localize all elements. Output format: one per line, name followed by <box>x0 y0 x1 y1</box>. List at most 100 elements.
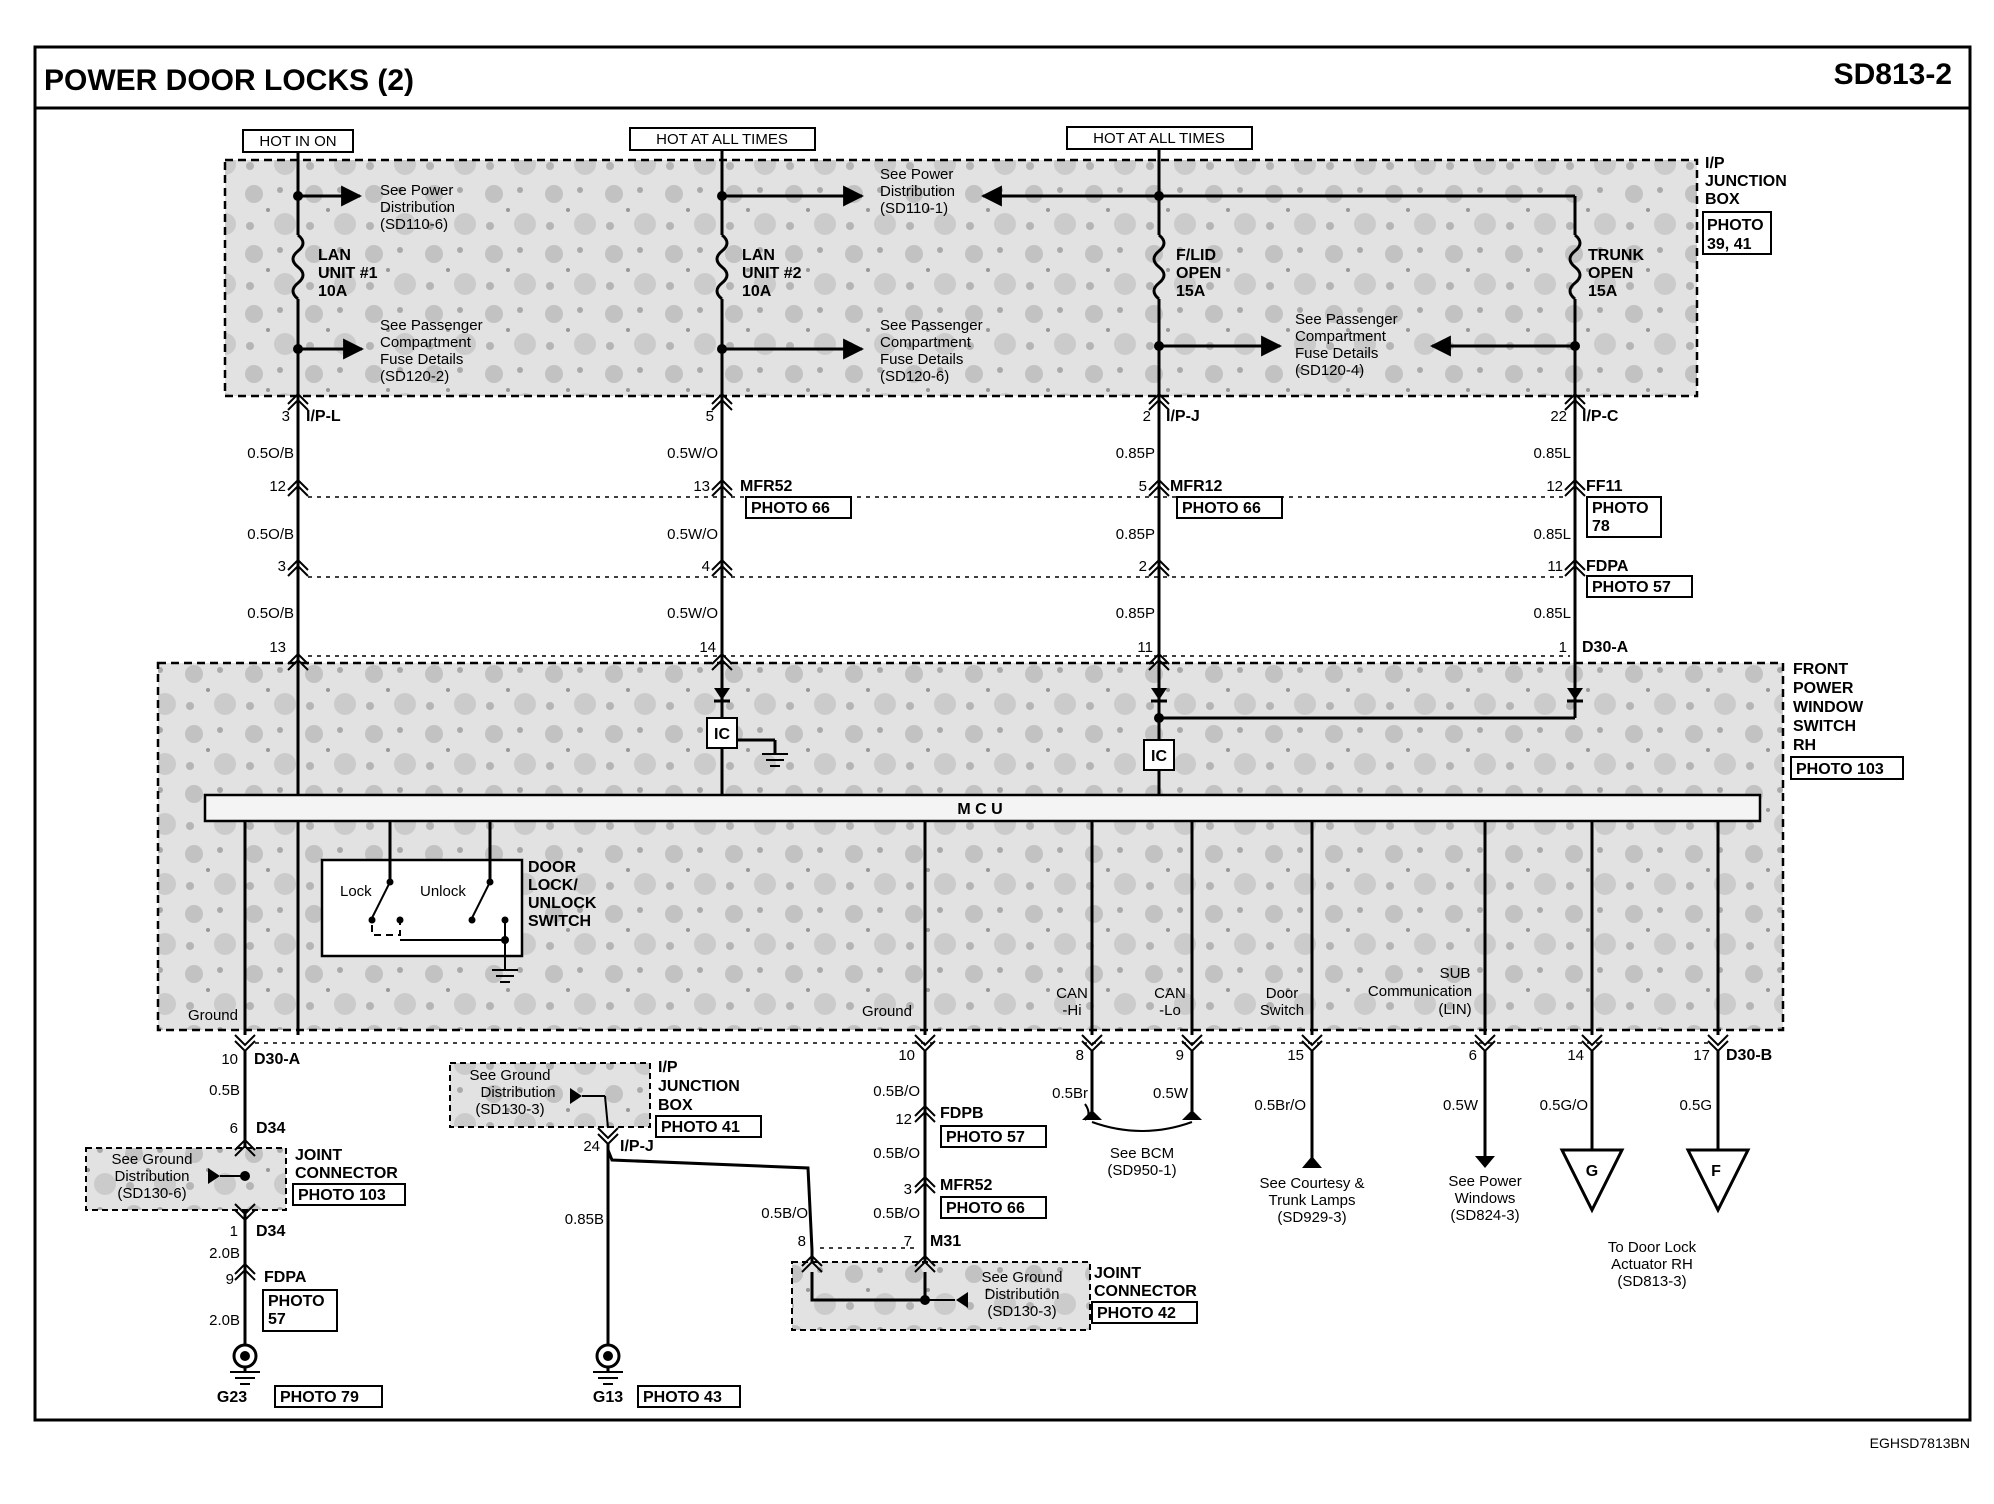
svg-text:1: 1 <box>1559 639 1567 656</box>
svg-text:(SD824-3): (SD824-3) <box>1450 1207 1519 1224</box>
svg-text:PHOTO: PHOTO <box>1707 217 1764 234</box>
svg-text:CONNECTOR: CONNECTOR <box>1094 1283 1197 1300</box>
svg-text:IC: IC <box>1151 748 1167 765</box>
svg-text:5: 5 <box>706 408 714 425</box>
svg-text:PHOTO 103: PHOTO 103 <box>1796 761 1884 778</box>
svg-text:14: 14 <box>1567 1047 1584 1064</box>
svg-text:FDPA: FDPA <box>1586 558 1629 575</box>
svg-text:OPEN: OPEN <box>1588 265 1633 282</box>
svg-text:PHOTO: PHOTO <box>268 1293 325 1310</box>
svg-text:D34: D34 <box>256 1223 285 1240</box>
svg-text:Door: Door <box>1266 985 1299 1002</box>
svg-text:0.5G: 0.5G <box>1679 1097 1712 1114</box>
g13-ground-chain: See Ground Distribution (SD130-3) I/P JU… <box>449 1059 925 1408</box>
svg-text:Distribution: Distribution <box>880 183 955 200</box>
svg-text:FRONT: FRONT <box>1793 661 1848 678</box>
svg-text:LOCK/: LOCK/ <box>528 877 578 894</box>
svg-text:(SD120-2): (SD120-2) <box>380 368 449 385</box>
svg-text:Communication: Communication <box>1368 983 1472 1000</box>
svg-text:22: 22 <box>1550 408 1567 425</box>
svg-text:10A: 10A <box>318 283 348 300</box>
svg-text:0.5G/O: 0.5G/O <box>1540 1097 1588 1114</box>
svg-text:DOOR: DOOR <box>528 859 576 876</box>
svg-text:PHOTO 66: PHOTO 66 <box>946 1200 1025 1217</box>
svg-text:PHOTO 79: PHOTO 79 <box>280 1389 359 1406</box>
svg-text:-Hi: -Hi <box>1062 1002 1081 1019</box>
svg-text:F: F <box>1711 1163 1721 1180</box>
svg-text:8: 8 <box>1076 1047 1084 1064</box>
svg-text:See Ground: See Ground <box>112 1151 193 1168</box>
svg-text:MFR52: MFR52 <box>740 478 793 495</box>
svg-text:HOT AT ALL TIMES: HOT AT ALL TIMES <box>656 131 788 148</box>
svg-text:Actuator RH: Actuator RH <box>1611 1256 1693 1273</box>
svg-text:0.5B: 0.5B <box>209 1082 240 1099</box>
svg-text:G23: G23 <box>217 1389 247 1406</box>
left-ground-chain: 0.5B 6 D34 See Ground Distribution (SD13… <box>85 1051 406 1408</box>
svg-text:0.85P: 0.85P <box>1116 605 1155 622</box>
svg-text:14: 14 <box>699 639 716 656</box>
svg-text:0.85L: 0.85L <box>1533 445 1571 462</box>
svg-text:UNIT #1: UNIT #1 <box>318 265 378 282</box>
page-code: SD813-2 <box>1834 58 1952 91</box>
svg-text:11: 11 <box>1547 558 1563 575</box>
diagram-frame <box>33 45 1972 1422</box>
svg-text:UNIT #2: UNIT #2 <box>742 265 802 282</box>
svg-text:10A: 10A <box>742 283 772 300</box>
svg-text:3: 3 <box>904 1181 912 1198</box>
top-wiring <box>291 149 1582 1035</box>
svg-text:9: 9 <box>226 1271 234 1288</box>
svg-text:LAN: LAN <box>318 247 351 264</box>
svg-text:0.85B: 0.85B <box>565 1211 604 1228</box>
svg-text:PHOTO 43: PHOTO 43 <box>643 1389 722 1406</box>
svg-text:9: 9 <box>1176 1047 1184 1064</box>
svg-text:PHOTO: PHOTO <box>1592 500 1649 517</box>
svg-text:Lock: Lock <box>340 883 372 900</box>
svg-text:PHOTO 66: PHOTO 66 <box>1182 500 1261 517</box>
svg-text:-Lo: -Lo <box>1159 1002 1181 1019</box>
svg-text:Unlock: Unlock <box>420 883 466 900</box>
svg-text:0.5Br: 0.5Br <box>1052 1085 1088 1102</box>
svg-text:Windows: Windows <box>1455 1190 1516 1207</box>
svg-text:Ground: Ground <box>862 1003 912 1020</box>
svg-text:(SD813-3): (SD813-3) <box>1617 1273 1686 1290</box>
svg-text:0.5W/O: 0.5W/O <box>667 526 718 543</box>
svg-text:5: 5 <box>1139 478 1147 495</box>
bottom-connector-row: 10 D30-A 10 8 9 15 6 14 17 D30-B <box>221 1034 1772 1068</box>
svg-text:BOX: BOX <box>1705 191 1740 208</box>
svg-text:See BCM: See BCM <box>1110 1145 1174 1162</box>
svg-text:0.5Br/O: 0.5Br/O <box>1254 1097 1306 1114</box>
svg-text:0.5W: 0.5W <box>1153 1085 1189 1102</box>
svg-text:0.85P: 0.85P <box>1116 445 1155 462</box>
svg-text:3: 3 <box>278 558 286 575</box>
svg-text:17: 17 <box>1693 1047 1710 1064</box>
svg-text:See Courtesy &: See Courtesy & <box>1259 1175 1364 1192</box>
svg-text:Compartment: Compartment <box>380 334 472 351</box>
svg-text:I/P-C: I/P-C <box>1582 408 1619 425</box>
svg-text:POWER: POWER <box>1793 680 1854 697</box>
svg-text:MFR52: MFR52 <box>940 1177 993 1194</box>
ip-junction-box: I/P JUNCTION BOX PHOTO 39, 41 <box>223 155 1787 398</box>
fuse-labels: LAN UNIT #1 10A LAN UNIT #2 10A F/LID OP… <box>318 247 1644 300</box>
front-power-window-switch-box: FRONT POWER WINDOW SWITCH RH PHOTO 103 <box>156 661 1904 1032</box>
svg-text:See Power: See Power <box>880 166 953 183</box>
svg-text:(SD130-6): (SD130-6) <box>117 1185 186 1202</box>
svg-text:Distribution: Distribution <box>380 199 455 216</box>
reference-labels: See Power Distribution (SD110-6) See Pow… <box>380 166 1398 385</box>
door-lock-unlock-switch: Lock Unlock DOOR LOCK/ UNLOCK SWITCH <box>320 821 597 983</box>
svg-text:24: 24 <box>583 1138 600 1155</box>
svg-text:See Power: See Power <box>1448 1173 1521 1190</box>
mcu-outputs: Ground Ground CAN -Hi CAN -Lo Door Switc… <box>188 821 1720 1035</box>
svg-text:(SD929-3): (SD929-3) <box>1277 1209 1346 1226</box>
svg-text:3: 3 <box>282 408 290 425</box>
svg-text:JOINT: JOINT <box>1094 1265 1141 1282</box>
svg-text:57: 57 <box>268 1311 286 1328</box>
connector-chevrons <box>287 392 1586 671</box>
svg-text:13: 13 <box>693 478 710 495</box>
svg-text:SWITCH: SWITCH <box>528 913 591 930</box>
svg-text:PHOTO 103: PHOTO 103 <box>298 1187 386 1204</box>
svg-text:FDPB: FDPB <box>940 1105 984 1122</box>
svg-text:4: 4 <box>702 558 710 575</box>
svg-text:IC: IC <box>714 726 730 743</box>
svg-text:M C U: M C U <box>957 801 1002 818</box>
svg-text:JUNCTION: JUNCTION <box>658 1078 740 1095</box>
